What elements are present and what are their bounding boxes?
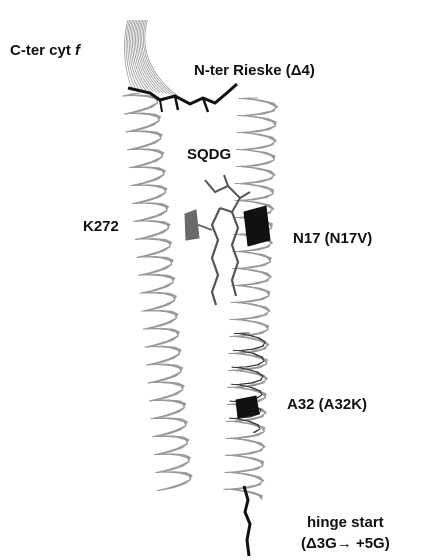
sqdg-acyl-chain-2	[232, 212, 238, 296]
helix-left-strand	[123, 94, 192, 491]
helix-right-strand	[225, 98, 276, 500]
label-a32: A32 (A32K)	[287, 396, 367, 414]
helix-left-strand	[123, 93, 191, 490]
cyt-f-strand	[126, 20, 135, 89]
helix-right	[223, 98, 278, 500]
residue-n17	[244, 206, 270, 246]
residue-a32	[236, 396, 259, 418]
label-k272: K272	[83, 218, 119, 236]
helix-right-strand	[225, 98, 276, 500]
label-cter-cyt-f: C-ter cyt f	[10, 42, 80, 60]
helix-right-strand	[225, 98, 276, 500]
highlighted-residues	[185, 206, 270, 418]
helix-left	[122, 93, 192, 491]
label-cter-text: C-ter cyt	[10, 42, 75, 59]
helix-right-strand	[224, 98, 278, 500]
helix-left-strand	[122, 94, 192, 491]
rieske-tail-sidechain	[160, 100, 162, 112]
label-nter-rieske: N-ter Rieske (Δ4)	[194, 62, 315, 80]
label-hinge-mutation: (Δ3G→ +5G)	[301, 535, 390, 553]
sqdg-acyl-chain-1	[212, 208, 220, 305]
helix-right-strand	[224, 98, 277, 500]
helix-left-strand	[124, 93, 191, 490]
rieske-tail-backbone	[128, 84, 237, 104]
helix-left-strand	[123, 93, 191, 490]
label-n17: N17 (N17V)	[293, 230, 372, 248]
hinge-segment-line	[244, 486, 250, 556]
helix-right-strand	[223, 98, 278, 500]
helix-right-strand	[224, 98, 277, 500]
helix-right-strand	[225, 98, 277, 500]
helix-left-strand	[124, 93, 191, 491]
helix-right-strand	[225, 98, 277, 500]
sqdg-headgroup	[205, 180, 240, 212]
helix-left-strand	[123, 93, 190, 490]
cyt-f-c-terminal-loop	[125, 20, 178, 96]
label-hinge-start: hinge start	[307, 514, 384, 532]
label-sqdg: SQDG	[187, 146, 231, 164]
helix-left-strand	[123, 93, 190, 490]
hinge-segment	[244, 486, 250, 556]
label-cter-suffix: f	[75, 42, 80, 59]
